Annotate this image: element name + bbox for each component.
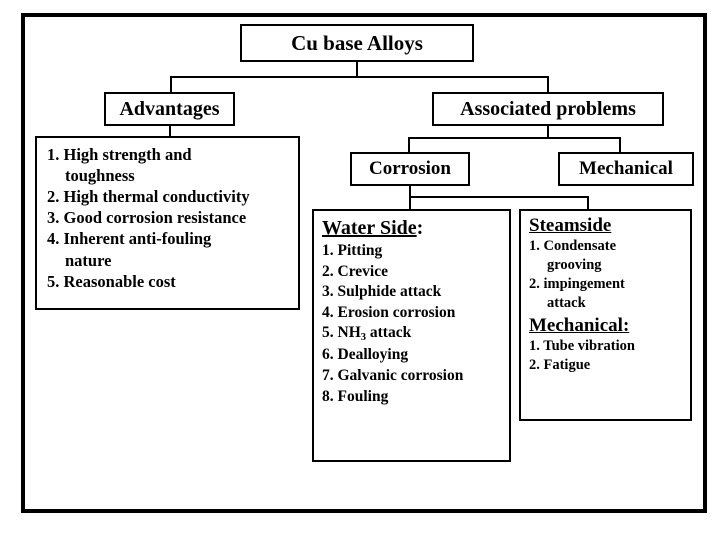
- list-item: 1. High strength and: [43, 144, 292, 165]
- mechanical-heading: Mechanical:: [529, 315, 686, 337]
- list-item: 2. High thermal conductivity: [43, 186, 292, 207]
- node-associated-problems[interactable]: Associated problems: [432, 92, 664, 126]
- nh3-formula-base: NH: [337, 324, 361, 342]
- list-item-continuation: toughness: [65, 166, 135, 186]
- connector-to-steamside: [587, 196, 589, 210]
- advantage-1-number: 1.: [47, 145, 60, 164]
- nh3-formula-subscript: 3: [360, 332, 367, 344]
- steamside-2-text: impingement: [543, 276, 625, 293]
- list-item: 4. Inherent anti-fouling: [43, 228, 292, 249]
- advantages-list-box: 1. High strength and toughness 2. High t…: [35, 136, 300, 310]
- mechanical-heading-colon: :: [622, 314, 630, 336]
- water-side-heading: Water Side:: [322, 216, 503, 240]
- advantage-2-text: High thermal conductivity: [63, 187, 250, 207]
- steamside-2-number: 2.: [529, 276, 540, 293]
- steamside-heading: Steamside: [529, 215, 686, 237]
- list-item-nh3: 5. NH3 attack: [322, 323, 503, 345]
- connector-associated-bus: [408, 137, 620, 139]
- advantage-2-number: 2.: [47, 187, 60, 207]
- water-side-heading-text: Water Side: [322, 217, 417, 239]
- advantage-5-number: 5.: [47, 271, 60, 291]
- list-item: 3. Sulphide attack: [322, 283, 442, 301]
- nh3-tail: attack: [369, 324, 412, 342]
- advantage-3-text: Good corrosion resistance: [63, 208, 247, 228]
- water-side-heading-colon: :: [416, 217, 424, 239]
- list-item: 2. impingement: [529, 275, 686, 294]
- list-item: 3. Good corrosion resistance: [43, 207, 292, 228]
- steamside-1-number: 1.: [529, 238, 540, 255]
- node-advantages[interactable]: Advantages: [104, 92, 235, 126]
- water-side-list-box: Water Side: 1. Pitting 2. Crevice 3. Sul…: [312, 209, 511, 462]
- connector-to-associated-problems: [547, 76, 549, 94]
- outer-frame: [21, 13, 707, 513]
- advantage-3-number: 3.: [47, 208, 60, 228]
- connector-associated-trunk: [547, 126, 549, 138]
- list-item: 6. Dealloying: [322, 346, 409, 364]
- connector-advantages-to-list: [169, 126, 171, 138]
- list-item: 2. Fatigue: [529, 357, 591, 374]
- advantage-4-number: 4.: [47, 229, 60, 249]
- list-item: 2. Crevice: [322, 262, 388, 280]
- node-corrosion[interactable]: Corrosion: [350, 152, 470, 186]
- list-item: 8. Fouling: [322, 387, 389, 405]
- advantage-4-text: Inherent anti-fouling: [63, 229, 212, 249]
- connector-to-advantages: [170, 76, 172, 94]
- connector-root-trunk: [356, 62, 358, 78]
- list-item-continuation: attack: [547, 294, 586, 311]
- steamside-list-box: Steamside 1. Condensate grooving 2. impi…: [519, 209, 692, 421]
- connector-root-bus: [171, 76, 549, 78]
- connector-to-mechanical: [619, 137, 621, 153]
- steamside-heading-text: Steamside: [529, 215, 612, 236]
- list-item: 5. Reasonable cost: [43, 271, 292, 292]
- connector-to-corrosion: [408, 137, 410, 153]
- list-item: 4. Erosion corrosion: [322, 303, 456, 321]
- list-item-continuation: nature: [65, 250, 112, 270]
- list-item: 1. Condensate: [529, 237, 686, 256]
- list-item-continuation: grooving: [547, 257, 602, 274]
- connector-corrosion-to-waterside: [409, 186, 411, 210]
- steamside-1-text: Condensate: [543, 238, 617, 255]
- list-item: 1. Pitting: [322, 242, 383, 259]
- list-item: 1. Tube vibration: [529, 338, 635, 355]
- advantage-5-text: Reasonable cost: [63, 271, 176, 291]
- list-item: 7. Galvanic corrosion: [322, 367, 464, 384]
- connector-mechanical-bus: [409, 196, 589, 198]
- advantage-1-text: High strength and: [63, 145, 192, 164]
- nh3-number: 5.: [322, 324, 334, 342]
- mechanical-heading-text: Mechanical: [529, 314, 623, 336]
- node-cu-base-alloys[interactable]: Cu base Alloys: [240, 24, 474, 62]
- node-mechanical[interactable]: Mechanical: [558, 152, 694, 186]
